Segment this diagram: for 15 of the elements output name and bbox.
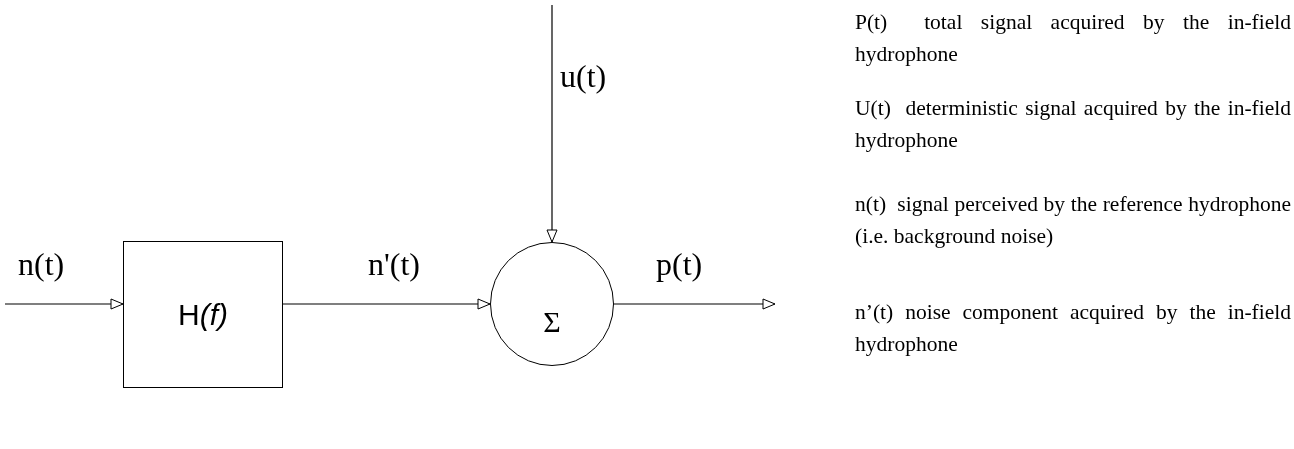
signal-label: u(t) xyxy=(560,60,607,92)
arrow xyxy=(613,298,776,310)
transfer-function-box xyxy=(123,241,283,388)
signal-label: n(t) xyxy=(18,248,65,280)
arrow xyxy=(546,4,558,243)
arrow xyxy=(282,298,491,310)
signal-label: n'(t) xyxy=(368,248,420,280)
signal-label: p(t) xyxy=(656,248,703,280)
definition-note: U(t) deterministic signal acquired by the in-field hydrophone xyxy=(855,95,1291,154)
arrow xyxy=(4,298,124,310)
definition-note: n’(t) noise component acquired by the in-field hydrophone xyxy=(855,299,1291,358)
definition-note: n(t) signal perceived by the reference hydrophone (i.e. background noise) xyxy=(855,191,1291,250)
sum-symbol: Σ xyxy=(543,307,561,337)
definition-note: P(t) total signal acquired by the in-field hydrophone xyxy=(855,9,1291,68)
function-label: H(f) xyxy=(178,299,228,330)
